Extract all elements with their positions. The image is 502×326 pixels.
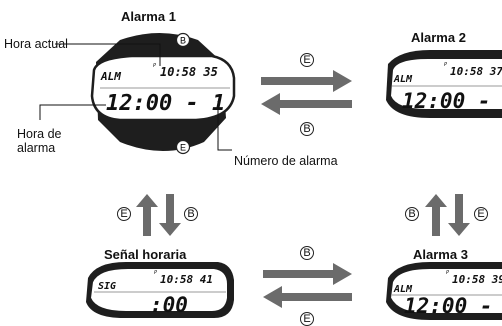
watch1-button-b: B xyxy=(180,36,186,46)
title-alarm-2: Alarma 2 xyxy=(411,30,466,45)
lcd-mode-alarm-3: ALM xyxy=(393,284,413,295)
lcd-main-signal: :00 xyxy=(150,293,188,317)
lcd-main-alarm-2: 12:00 - 2 xyxy=(402,89,502,113)
badge-e-bottom: E xyxy=(300,312,314,326)
badge-e-top: E xyxy=(300,53,314,67)
arrow-right-top xyxy=(261,70,352,92)
lcd-time-small-alarm-3: 10:58 39 xyxy=(452,273,502,286)
callout-line-alarm-number xyxy=(217,101,232,151)
lcd-time-small-alarm-2: 10:58 37 xyxy=(450,65,502,78)
arrow-down-left xyxy=(159,194,181,236)
lcd-main-alarm-1: 12:00 - 1 xyxy=(106,91,225,116)
watch-alarm-3: ALM P 10:58 39 12:00 - 3 xyxy=(386,262,502,320)
label-alarm-number: Número de alarma xyxy=(234,154,338,168)
lcd-pm-alarm-3: P xyxy=(446,270,449,276)
title-signal: Señal horaria xyxy=(104,247,187,262)
arrow-down-right xyxy=(448,194,470,236)
arrow-right-bottom xyxy=(263,263,352,285)
lcd-pm-alarm-1: P xyxy=(153,63,156,69)
watch-alarm-2: ALM P 10:58 37 12:00 - 2 xyxy=(386,50,502,118)
badge-e-right: E xyxy=(474,207,488,221)
badge-b-top: B xyxy=(300,122,314,136)
label-alarm-time: Hora de alarma xyxy=(17,127,62,155)
lcd-mode-alarm-2: ALM xyxy=(393,74,413,85)
lcd-mode-signal: SIG xyxy=(98,281,116,292)
title-alarm-1: Alarma 1 xyxy=(121,9,176,24)
arrow-up-left xyxy=(136,194,158,236)
badge-b-right: B xyxy=(405,207,419,221)
callout-line-current-time xyxy=(55,43,161,66)
callout-line-alarm-time xyxy=(39,104,106,120)
arrow-left-top xyxy=(261,93,352,115)
label-current-time: Hora actual xyxy=(4,37,68,51)
watch-alarm-1: ALM P 10:58 35 12:00 - 1 B E xyxy=(90,32,236,155)
watch-signal: SIG P 10:58 41 :00 xyxy=(86,262,234,318)
lcd-pm-alarm-2: P xyxy=(444,62,447,68)
arrow-up-right xyxy=(425,194,447,236)
badge-e-left: E xyxy=(117,207,131,221)
lcd-time-small-signal: 10:58 41 xyxy=(160,273,213,286)
lcd-main-alarm-3: 12:00 - 3 xyxy=(404,294,502,318)
watch1-button-e: E xyxy=(180,143,186,153)
badge-b-bottom: B xyxy=(300,246,314,260)
lcd-mode-alarm-1: ALM xyxy=(100,70,121,83)
badge-b-left: B xyxy=(184,207,198,221)
arrow-left-bottom xyxy=(263,286,352,308)
lcd-time-small-alarm-1: 10:58 35 xyxy=(160,65,218,79)
title-alarm-3: Alarma 3 xyxy=(413,247,468,262)
lcd-pm-signal: P xyxy=(154,270,157,276)
